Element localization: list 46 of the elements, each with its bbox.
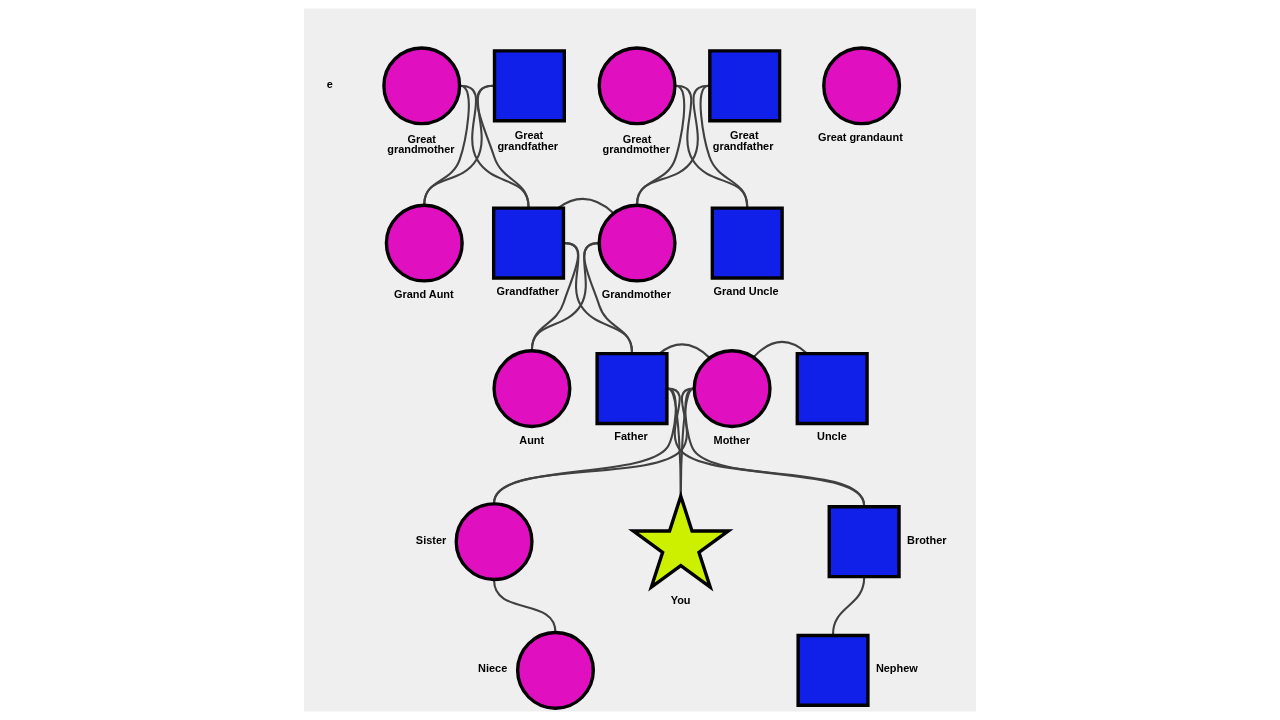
- node-circle: [597, 46, 677, 126]
- node-label: Niece: [478, 662, 508, 675]
- node-circle: [515, 630, 595, 710]
- node-box: [595, 352, 669, 426]
- node-circle: [822, 46, 902, 126]
- node-circle: [382, 46, 462, 126]
- label: e: [326, 77, 333, 90]
- node-circle: [692, 349, 772, 429]
- node-box: [492, 206, 566, 280]
- node-label: Great grandfather: [712, 129, 774, 153]
- connector: [752, 340, 808, 358]
- connector: [675, 84, 749, 208]
- connector: [493, 580, 557, 633]
- node-box: [492, 49, 566, 123]
- node-label: Grandfather: [496, 284, 560, 297]
- connector: [831, 577, 866, 635]
- connector: [476, 84, 530, 207]
- node-label: Sister: [415, 533, 447, 546]
- node-label: Grand Aunt: [393, 288, 454, 301]
- node-box: [795, 352, 869, 426]
- node-circle: [454, 502, 534, 582]
- connector: [583, 242, 634, 353]
- node-box: [708, 49, 782, 123]
- node-label: Grandmother: [601, 288, 671, 301]
- connector: [564, 242, 634, 353]
- node-label: Uncle: [817, 430, 847, 443]
- node-label: Father: [614, 430, 648, 443]
- node-circle: [597, 203, 677, 283]
- node-circle: [384, 203, 464, 283]
- node-circle: [492, 349, 572, 429]
- node-label: Mother: [713, 433, 750, 446]
- connector: [460, 84, 530, 208]
- connector: [699, 84, 749, 208]
- node-box: [827, 505, 901, 579]
- node-label: Great grandaunt: [817, 130, 903, 143]
- node-label: Nephew: [875, 662, 918, 675]
- node-box: [796, 633, 870, 707]
- node-label: Brother: [907, 533, 947, 546]
- node-label: Great grandmother: [602, 132, 670, 156]
- node-label: Aunt: [519, 433, 545, 446]
- node-label: You: [670, 594, 691, 607]
- node-label: Great grandmother: [387, 132, 455, 156]
- node-label: Great grandfather: [497, 129, 559, 153]
- node-box: [710, 206, 784, 280]
- node-label: Grand Uncle: [713, 284, 779, 297]
- connector: [679, 387, 694, 496]
